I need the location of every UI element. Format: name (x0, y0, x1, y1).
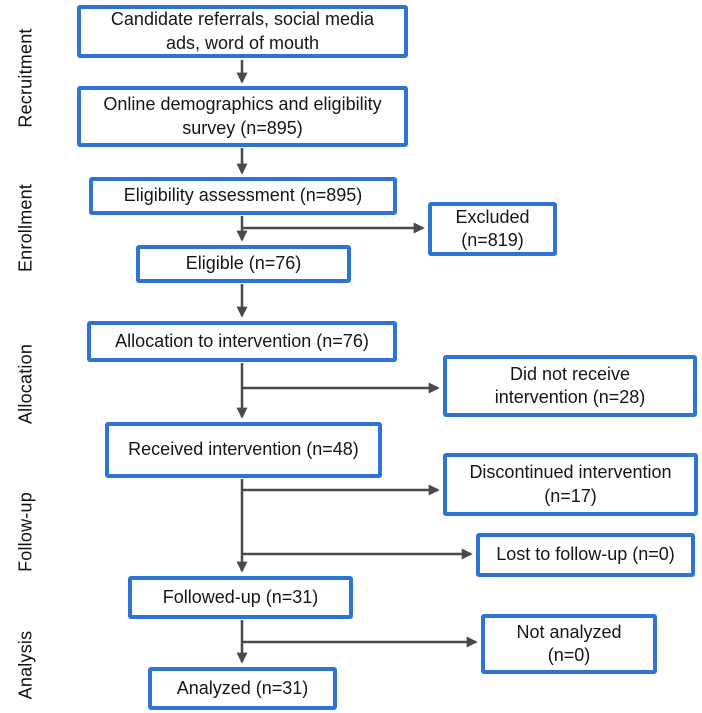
stage-label-allocation: Allocation (15, 343, 36, 425)
box-line: ads, word of mouth (165, 32, 320, 53)
flow-box-online-survey: Online demographics and eligibility surv… (77, 86, 408, 147)
box-line: Eligible (n=76) (185, 253, 302, 274)
box-line: (n=819) (461, 230, 524, 250)
box-line: Excluded (455, 206, 530, 227)
stage-label-followup: Follow-up (15, 492, 36, 572)
flow-box-excluded: Excluded (n=819) (428, 202, 557, 256)
box-line: Analyzed (n=31) (176, 677, 309, 698)
flow-box-discontinued: Discontinued intervention (n=17) (443, 453, 698, 516)
box-line: Received intervention (n=48) (128, 439, 359, 460)
stage-label-recruitment: Recruitment (15, 28, 36, 128)
stage-label-enrollment: Enrollment (15, 183, 36, 273)
flow-box-eligible: Eligible (n=76) (136, 245, 351, 283)
box-line: intervention (n=28) (494, 387, 646, 407)
box-line: Eligibility assessment (n=895) (123, 185, 363, 206)
box-line: Discontinued intervention (469, 462, 672, 483)
box-line: Not analyzed (516, 621, 622, 642)
flow-box-analyzed: Analyzed (n=31) (148, 667, 337, 710)
flow-box-received-intervention: Received intervention (n=48) (105, 422, 382, 478)
box-line: Followed-up (n=31) (162, 586, 319, 607)
flow-box-lost-to-followup: Lost to follow-up (n=0) (476, 533, 695, 577)
flow-box-followed-up: Followed-up (n=31) (128, 576, 353, 619)
flow-box-did-not-receive: Did not receive intervention (n=28) (443, 355, 697, 417)
box-line: Candidate referrals, social media (110, 9, 375, 30)
flow-box-not-analyzed: Not analyzed (n=0) (481, 614, 657, 674)
box-line: Allocation to intervention (n=76) (115, 330, 369, 351)
flow-box-eligibility-assessment: Eligibility assessment (n=895) (89, 177, 397, 215)
stage-label-analysis: Analysis (15, 630, 36, 700)
box-line: survey (n=895) (182, 117, 303, 138)
box-line: Online demographics and eligibility (103, 94, 382, 115)
box-line: (n=17) (544, 485, 597, 506)
flow-box-allocation-intervention: Allocation to intervention (n=76) (87, 321, 397, 362)
box-line: Lost to follow-up (n=0) (496, 544, 675, 565)
box-line: (n=0) (547, 645, 591, 665)
flow-box-candidate-referrals: Candidate referrals, social media ads, w… (77, 5, 408, 58)
box-line: Did not receive (509, 363, 631, 384)
